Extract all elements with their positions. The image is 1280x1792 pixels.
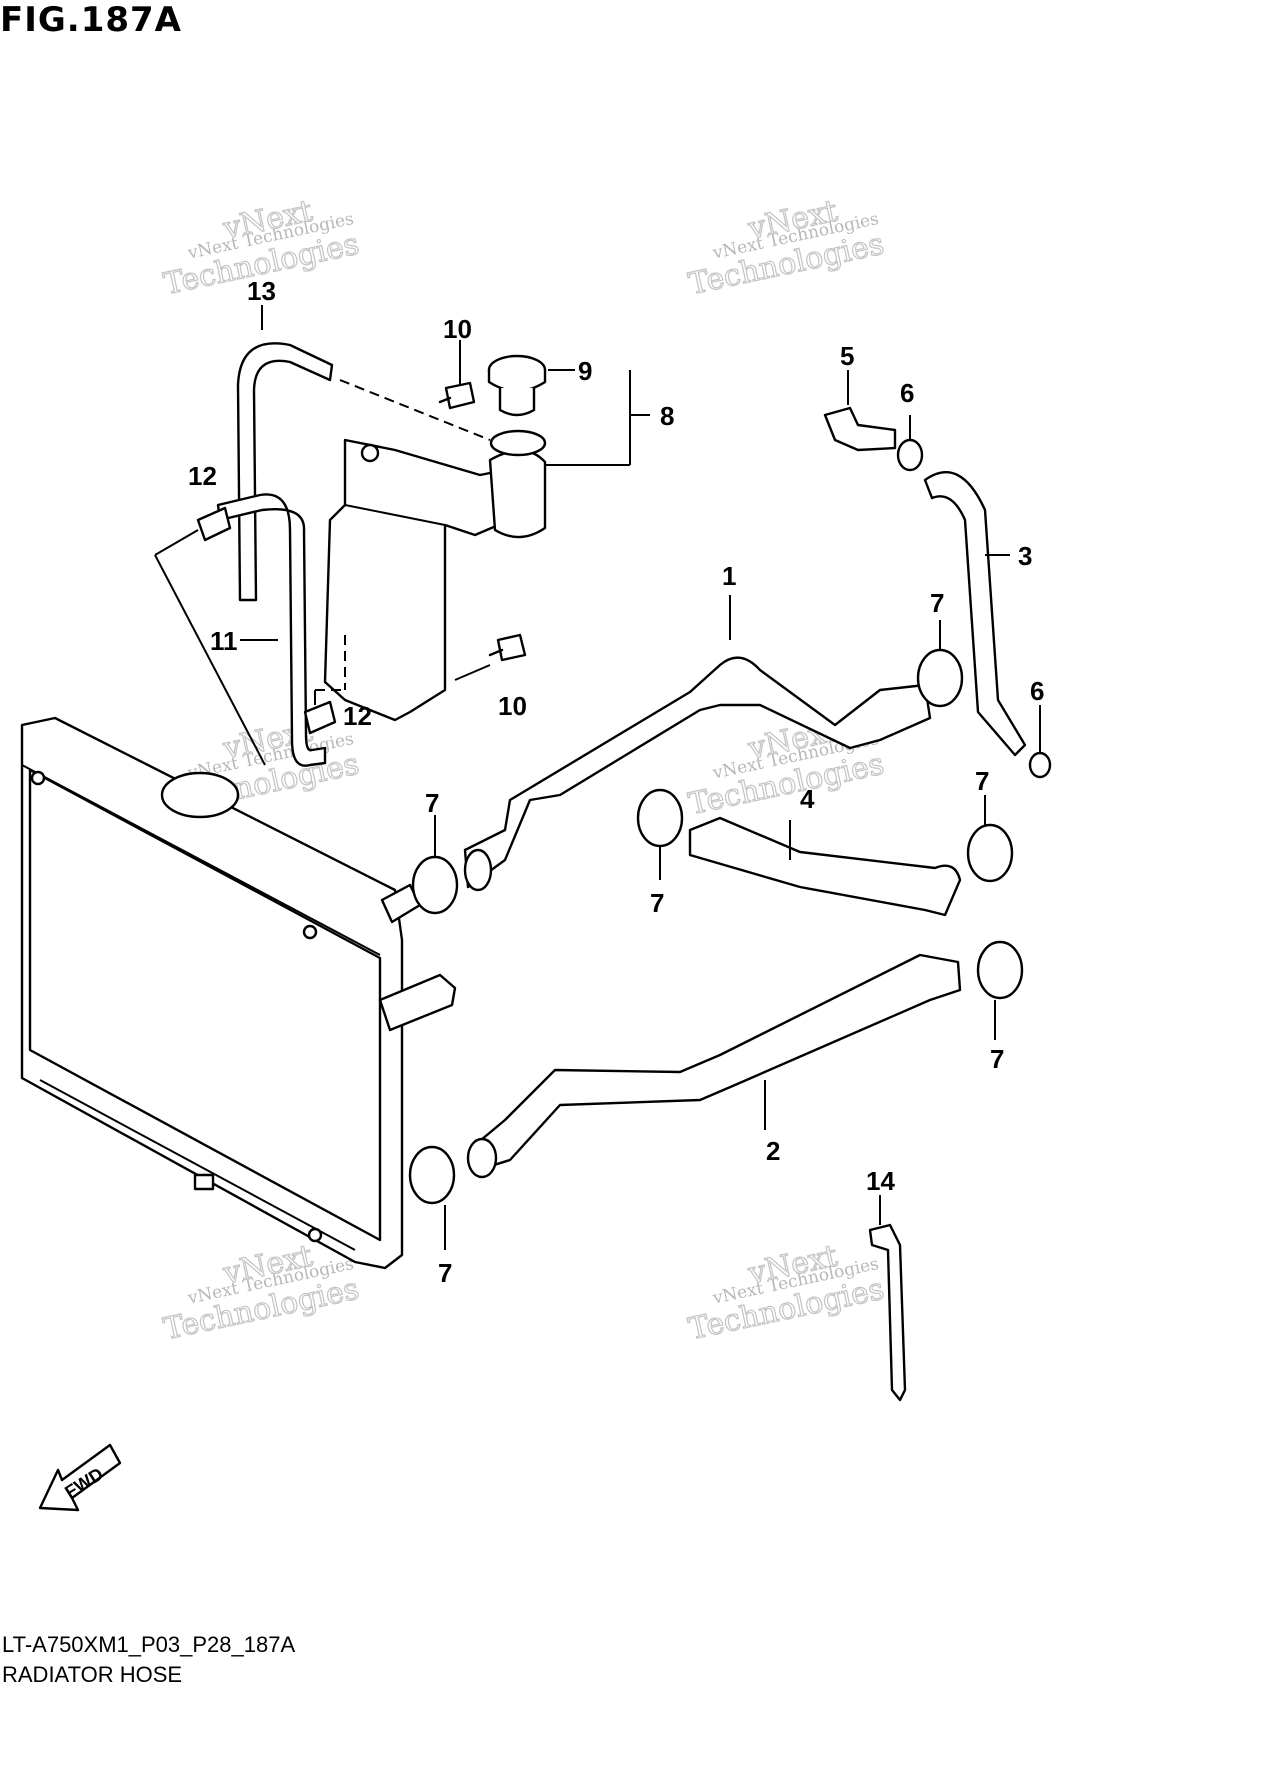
fitting-part-5	[823, 406, 897, 452]
callout-4: 4	[800, 784, 815, 814]
bolt-part-10-bottom	[488, 633, 527, 662]
clamp-part-7	[636, 788, 684, 848]
callout-7-lower-right: 7	[990, 1044, 1004, 1074]
callout-12-top: 12	[188, 461, 217, 491]
cap-part-9	[487, 354, 547, 417]
callout-9: 9	[578, 356, 592, 386]
figure-title: FIG.187A	[0, 0, 182, 40]
clamp-part-7	[976, 940, 1024, 1000]
clamp-part-6	[1028, 751, 1052, 779]
callout-7-bottom-left: 7	[438, 1258, 452, 1288]
callout-11: 11	[210, 626, 238, 656]
clamp-part-12-bottom	[303, 700, 337, 735]
radiator	[20, 716, 457, 1270]
fwd-arrow: FWD	[38, 1443, 122, 1512]
callout-7-mid-left: 7	[425, 788, 439, 818]
callout-numbers: 1 2 3 4 5 6 6 7 7 7 7 7 7 7 8 9 10 10 11…	[188, 276, 1044, 1288]
leader-lines	[154, 305, 1041, 1250]
callout-7-upper-right: 7	[930, 588, 944, 618]
hose-part-2	[473, 953, 962, 1172]
hose-part-4	[688, 816, 962, 917]
callout-2: 2	[766, 1136, 780, 1166]
callout-8: 8	[660, 401, 674, 431]
hose-part-11	[216, 493, 327, 767]
callout-1: 1	[722, 561, 736, 591]
callout-10-top: 10	[443, 314, 472, 344]
callout-6: 6	[900, 378, 914, 408]
callout-6-right: 6	[1030, 676, 1044, 706]
callout-7-right: 7	[975, 766, 989, 796]
tie-part-14	[868, 1223, 907, 1402]
callout-3: 3	[1018, 541, 1032, 571]
figure-code: LT-A750XM1_P03_P28_187A	[2, 1632, 296, 1657]
reservoir-tank	[323, 429, 547, 722]
callout-7-mid: 7	[650, 888, 664, 918]
clamp-part-7	[966, 823, 1014, 883]
clamp-part-12-top	[196, 506, 232, 542]
hose-part-1	[463, 656, 932, 889]
clamp-part-7	[411, 855, 459, 915]
callout-12-bottom: 12	[343, 701, 372, 731]
hose-part-13	[236, 342, 334, 602]
clamp-part-6	[896, 438, 924, 472]
callout-13: 13	[247, 276, 276, 306]
hose-part-3	[923, 471, 1027, 757]
callout-14: 14	[866, 1166, 895, 1196]
callout-5: 5	[840, 341, 854, 371]
clamp-part-7	[916, 648, 964, 708]
clamp-part-7	[408, 1145, 456, 1205]
bolt-part-10-top	[438, 381, 476, 410]
callout-10-bottom: 10	[498, 691, 527, 721]
figure-subtitle: RADIATOR HOSE	[2, 1662, 183, 1687]
